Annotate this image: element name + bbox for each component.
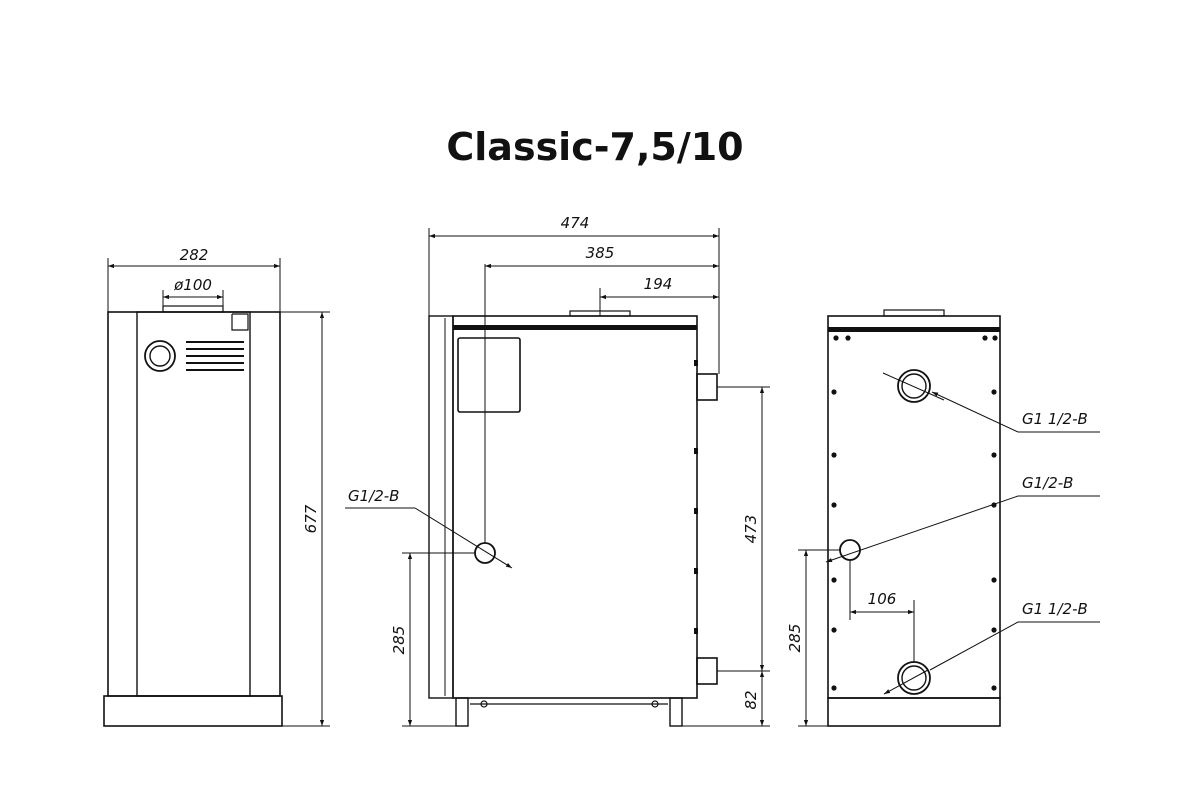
side-body [452, 315, 698, 699]
rear-middle-pipe-leader: G1/2-B [825, 474, 1100, 563]
front-width-label: 282 [180, 246, 209, 264]
flue-outlet [162, 305, 224, 313]
side-depth-label: 474 [561, 214, 590, 232]
dimension-inlet-depth: 385 [485, 244, 719, 269]
side-front-panel [428, 315, 454, 699]
side-inlet-height-label: 285 [390, 626, 408, 655]
flue-diameter-label: ø100 [173, 276, 212, 294]
flue-depth-label: 194 [644, 275, 673, 293]
dimension-pipe-spacing: 473 [717, 386, 770, 672]
front-base [103, 695, 283, 727]
rear-top-pipe-leader: G1 1/2-B [882, 372, 1100, 433]
inlet-depth-label: 385 [586, 244, 615, 262]
rear-top-edge [828, 327, 1000, 332]
side-inlet-leader: G1/2-B [345, 487, 513, 569]
rear-base [827, 697, 1001, 727]
side-view: 474 385 194 G1/2-B 285 [345, 214, 770, 727]
rear-screws [831, 335, 998, 691]
side-top-edge [453, 325, 697, 330]
rear-top-pipe-label: G1 1/2-B [1022, 410, 1088, 428]
side-bottom-pipe-stub [696, 657, 718, 685]
pipe-spacing-label: 473 [742, 515, 760, 544]
dimension-flue-diameter: ø100 [162, 276, 224, 306]
side-top-pipe-stub [696, 373, 718, 401]
side-inlet-pipe-icon [474, 542, 496, 564]
side-rear-bolts [694, 360, 698, 634]
dimension-bottom-pipe-height: 82 [682, 671, 770, 727]
front-view: 282 ø100 677 [103, 246, 330, 727]
side-leg-front [455, 697, 469, 727]
dimension-front-width: 282 [107, 246, 281, 312]
rear-flue-outlet [883, 309, 945, 317]
side-leg-rear [669, 697, 683, 727]
rear-bottom-pipe-leader: G1 1/2-B [883, 600, 1100, 695]
rear-pipe-offset-label: 106 [868, 590, 897, 608]
dimension-side-depth: 474 [428, 214, 720, 374]
rear-view: G1 1/2-B G1/2-B G1 1/2-B 106 285 [786, 309, 1100, 727]
front-height-label: 677 [302, 504, 320, 533]
dimension-side-inlet-height: 285 [390, 552, 475, 727]
dimension-front-height: 677 [248, 311, 330, 727]
rear-middle-pipe-label: G1/2-B [1022, 474, 1073, 492]
rear-bottom-pipe-label: G1 1/2-B [1022, 600, 1088, 618]
side-inlet-label: G1/2-B [348, 487, 399, 505]
dimension-flue-depth: 194 [599, 275, 719, 316]
observation-window-icon [144, 340, 176, 372]
rear-middle-pipe-icon [839, 539, 861, 561]
dimension-rear-inlet-height: 285 [786, 549, 840, 727]
dimension-rear-pipe-offset: 106 [849, 560, 915, 662]
rear-inlet-height-label: 285 [786, 624, 804, 653]
bottom-pipe-height-label: 82 [742, 690, 760, 709]
drawing-title: Classic-7,5/10 [446, 125, 743, 169]
rear-top-pipe-icon [897, 369, 931, 403]
vent-slots-icon [186, 341, 244, 371]
side-label-plate [457, 337, 521, 413]
front-corner-plate [231, 313, 249, 331]
